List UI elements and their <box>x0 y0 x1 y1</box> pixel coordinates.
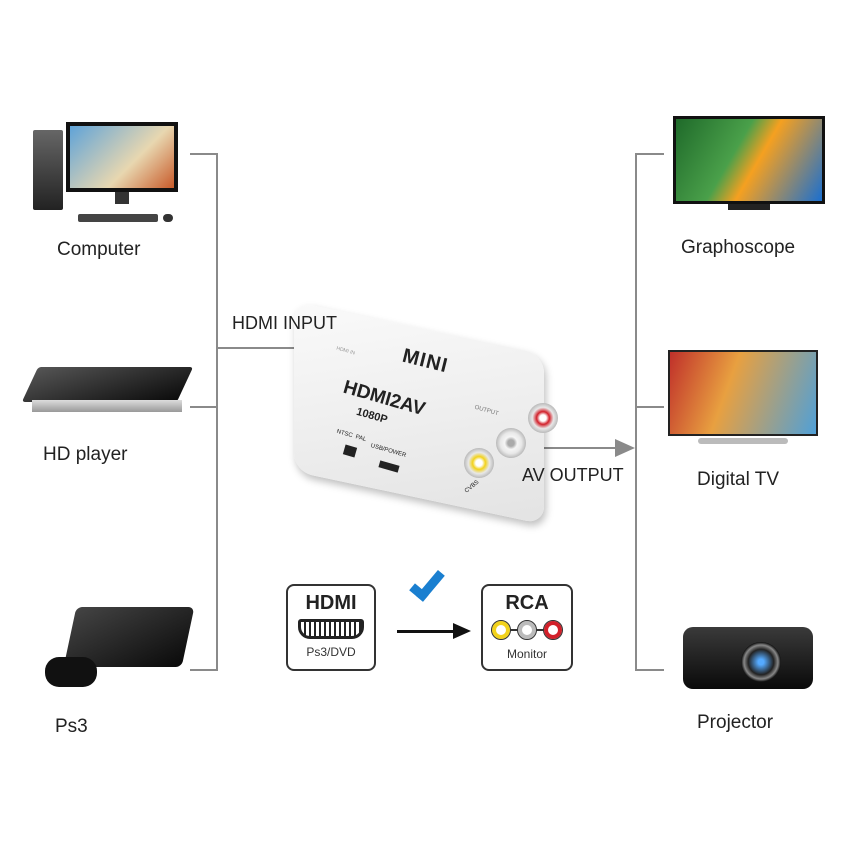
legend-arrow-head <box>453 623 471 639</box>
rca-yellow-jack <box>464 448 494 478</box>
output-arrow-head <box>615 439 635 457</box>
check-icon <box>409 564 445 602</box>
ps3-image <box>45 607 195 697</box>
stub-projector <box>636 669 664 671</box>
graphoscope-image <box>673 116 825 216</box>
output-arrow-line <box>540 447 618 449</box>
hdmi-legend-sub: Ps3/DVD <box>306 645 356 659</box>
rca-red-jack <box>528 403 558 433</box>
hdmi-port-icon <box>298 619 364 639</box>
av-output-label: AV OUTPUT <box>522 465 624 485</box>
stub-computer <box>190 153 217 155</box>
stub-hd-player <box>190 406 217 408</box>
stub-digital-tv <box>636 406 664 408</box>
source-label-hd-player: HD player <box>43 444 128 465</box>
output-label-digital-tv: Digital TV <box>697 469 780 490</box>
hdmi-legend-title: HDMI <box>305 592 357 614</box>
rca-jacks-icon <box>483 620 571 640</box>
output-label-graphoscope: Graphoscope <box>681 237 796 258</box>
source-label-computer: Computer <box>57 239 141 260</box>
digital-tv-image <box>668 350 820 448</box>
projector-image <box>683 612 815 697</box>
converter-device: MINI HDMI2AV 1080P HDMI IN OUTPUT NTSC P… <box>284 301 558 525</box>
hdmi-legend-box: HDMI Ps3/DVD <box>286 584 376 671</box>
computer-image <box>33 122 183 227</box>
rca-legend-box: RCA Monitor <box>481 584 573 671</box>
rca-legend-sub: Monitor <box>506 647 547 661</box>
hd-player-image <box>21 362 194 417</box>
hdmi-input-label: HDMI INPUT <box>232 313 337 333</box>
stub-graphoscope <box>636 153 664 155</box>
legend-arrow-line <box>397 630 455 633</box>
right-bracket <box>635 153 637 671</box>
rca-legend-title: RCA <box>505 592 549 614</box>
source-label-ps3: Ps3 <box>55 716 88 737</box>
stub-ps3 <box>190 669 217 671</box>
input-arrow-line <box>217 347 309 349</box>
output-label-projector: Projector <box>697 712 774 733</box>
rca-white-jack <box>496 428 526 458</box>
left-bracket <box>216 153 218 671</box>
